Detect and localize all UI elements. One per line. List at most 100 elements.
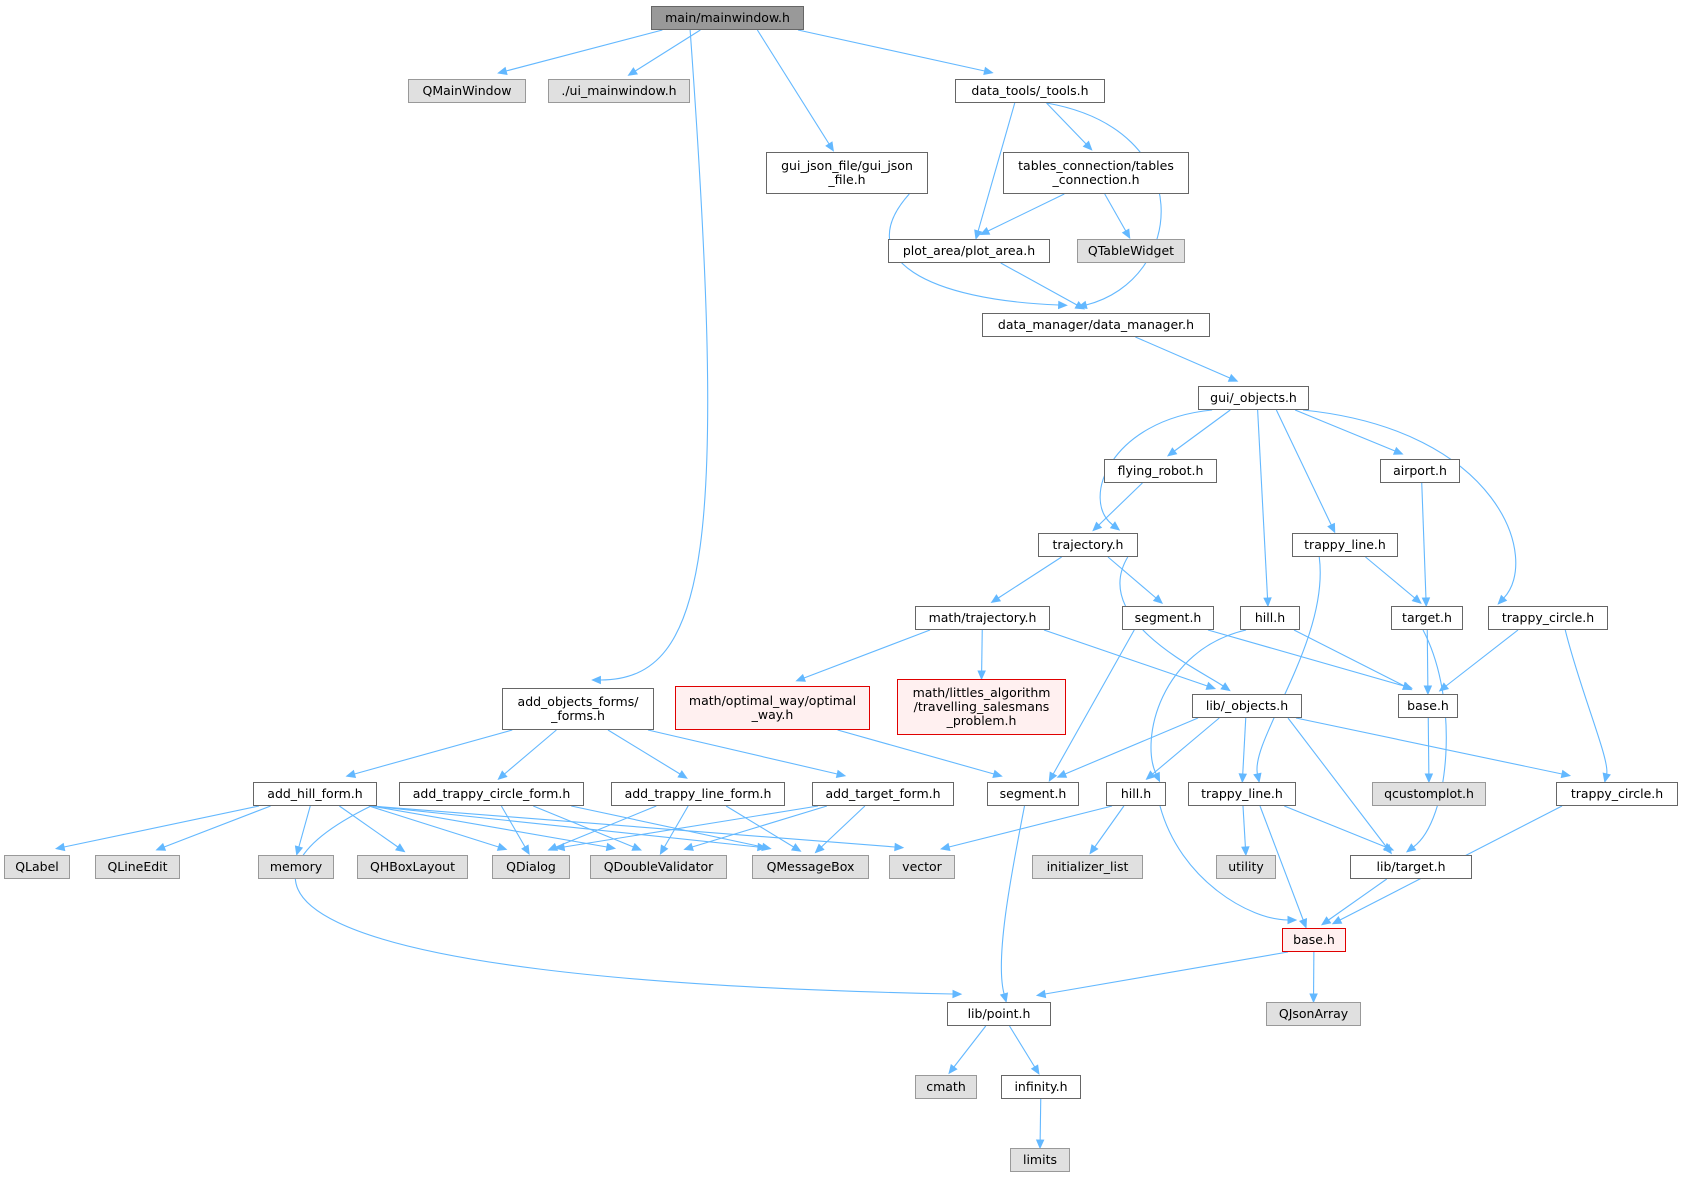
node-add-target-form-h[interactable]: add_target_form.h: [812, 782, 954, 806]
node-travelling-salesmans-problem-h[interactable]: math/littles_algorithm /travelling_sales…: [897, 679, 1066, 735]
node-trappy-circle-h-lib[interactable]: trappy_circle.h: [1556, 782, 1678, 806]
arrowhead-n_tline2-n_libtgt: [1383, 842, 1395, 851]
arrowhead-n_addobj-n_addtc: [497, 770, 508, 780]
node-data-manager-h[interactable]: data_manager/data_manager.h: [982, 313, 1210, 337]
edge-n_plot-n_dm: [1000, 262, 1078, 306]
arrowhead-n_hill2-n_initl: [1089, 844, 1099, 855]
node-plot-area-h[interactable]: plot_area/plot_area.h: [888, 239, 1050, 263]
arrowhead-n_base1-n_qcp: [1424, 773, 1434, 784]
edge-n_guiobj-n_airport: [1294, 409, 1396, 452]
edge-n_tline1-n_tline2: [1256, 556, 1321, 775]
edges-layer: [54, 29, 1611, 1150]
arrowhead-n_dm-n_guiobj: [1227, 373, 1239, 382]
node-airport-h[interactable]: airport.h: [1380, 459, 1460, 483]
arrowhead-n_mtraj-n_littles: [977, 670, 986, 681]
arrowhead-n_plot-n_dm: [1074, 301, 1086, 310]
arrowhead-n_fly-n_traj: [1092, 521, 1103, 532]
arrowhead-n_guiobj-n_traj: [1109, 521, 1121, 531]
arrowhead-n_addtgt-n_qdv: [683, 842, 694, 851]
node-gui-json-file-h[interactable]: gui_json_file/gui_json _file.h: [766, 152, 928, 194]
node-lib-target-h[interactable]: lib/target.h: [1350, 855, 1472, 879]
node-optimal-way-h[interactable]: math/optimal_way/optimal _way.h: [675, 686, 870, 730]
node-hill-h-lib[interactable]: hill.h: [1106, 782, 1166, 806]
node-trajectory-h[interactable]: trajectory.h: [1038, 533, 1138, 557]
edge-n_libobj-n_hill2: [1152, 717, 1220, 775]
arrowhead-n_addobj-n_addhill: [345, 769, 357, 778]
edge-n_seg1-n_base1: [1207, 629, 1405, 687]
node-add-hill-form-h[interactable]: add_hill_form.h: [253, 782, 377, 806]
edge-n_addtgt-n_qdv: [692, 805, 828, 848]
arrowhead-n_addhill-n_qline: [155, 842, 167, 851]
node-infinity-h[interactable]: infinity.h: [1001, 1075, 1081, 1099]
arrowhead-n_addhill-n_qdv: [605, 842, 617, 852]
edge-n_traj-n_seg1: [1107, 556, 1157, 599]
node-math-trajectory-h[interactable]: math/trajectory.h: [915, 606, 1050, 630]
arrowhead-n_libtgt-n_base2: [1320, 916, 1332, 926]
node-memory: memory: [258, 855, 334, 879]
arrowhead-n_hill1-n_hill2: [1152, 771, 1161, 783]
edge-n_target1-n_libtgt: [1413, 629, 1447, 848]
arrowhead-n_addhill-n_qdialog: [496, 842, 508, 851]
edge-n_addhill-n_qline: [163, 805, 271, 848]
node-gui-objects-h[interactable]: gui/_objects.h: [1198, 386, 1309, 410]
edge-n_libobj-n_tline2: [1242, 717, 1247, 775]
arrowhead-n_addtl-n_qdialog: [547, 842, 559, 851]
edge-n_guiobj-n_tline1: [1275, 409, 1332, 526]
node-data-tools-h[interactable]: data_tools/_tools.h: [955, 79, 1105, 103]
node-lib-objects-h[interactable]: lib/_objects.h: [1192, 694, 1302, 718]
arrowhead-n_mtraj-n_libobj: [1205, 681, 1217, 690]
edge-n_traj-n_libobj: [1119, 556, 1224, 687]
arrowhead-n_addhill-n_qlabel: [54, 842, 66, 852]
edge-n_base2-n_point: [1044, 951, 1289, 995]
node-base-h-lib[interactable]: base.h: [1282, 928, 1346, 952]
edge-n_tools-n_tables: [1046, 102, 1087, 145]
node-hill-h-gui[interactable]: hill.h: [1240, 606, 1300, 630]
arrowhead-n_tools-n_tables: [1082, 140, 1093, 151]
edge-n_libobj-n_seg2: [1064, 717, 1199, 775]
arrowhead-n_tline2-n_utility: [1241, 846, 1250, 857]
edge-n_addhill-n_qdv: [370, 805, 608, 848]
node-segment-h-lib[interactable]: segment.h: [987, 782, 1079, 806]
arrowhead-n_addtl-n_qmsg: [790, 843, 802, 852]
arrowhead-n_inf-n_limits: [1035, 1139, 1045, 1150]
node-trappy-line-h-lib[interactable]: trappy_line.h: [1188, 782, 1296, 806]
edge-n_hill1-n_hill2: [1150, 629, 1247, 775]
edge-n_addhill-n_vector: [370, 805, 896, 848]
arrowhead-n_main-n_guijson: [825, 141, 834, 152]
node-add-objects-forms-h[interactable]: add_objects_forms/ _forms.h: [502, 688, 654, 730]
edge-n_main-n_uimain: [634, 29, 701, 72]
node-flying-robot-h[interactable]: flying_robot.h: [1104, 459, 1217, 483]
arrowhead-n_guiobj-n_fly: [1166, 447, 1178, 457]
edge-n_tables-n_plot: [987, 193, 1065, 232]
node-add-trappy-circle-form-h[interactable]: add_trappy_circle_form.h: [399, 782, 584, 806]
arrowhead-n_tables-n_plot: [979, 226, 991, 236]
edge-n_addobj-n_addtgt: [647, 729, 838, 775]
edge-n_fly-n_traj: [1098, 482, 1143, 526]
arrowhead-n_addhill-n_vector: [894, 842, 905, 852]
arrowhead-n_libobj-n_tline2: [1238, 773, 1248, 784]
node-add-trappy-line-form-h[interactable]: add_trappy_line_form.h: [611, 782, 785, 806]
node-target-h[interactable]: target.h: [1391, 606, 1463, 630]
arrowhead-n_addtl-n_qdv: [659, 844, 669, 856]
arrowhead-n_main-n_qmain: [497, 66, 508, 75]
node-utility: utility: [1216, 855, 1276, 879]
edge-n_addhill-n_qdialog: [368, 805, 499, 848]
arrowhead-n_hill1-n_base1: [1401, 681, 1413, 691]
edge-n_libtgt-n_base2: [1328, 878, 1388, 921]
edge-n_guijson-n_dm: [888, 193, 1059, 306]
arrowhead-n_tline1-n_tline2: [1253, 772, 1262, 784]
edge-n_tline1-n_target1: [1365, 556, 1416, 599]
node-base-h-gui[interactable]: base.h: [1398, 694, 1458, 718]
arrowhead-n_libobj-n_seg2: [1056, 769, 1068, 778]
edge-n_addobj-n_addtl: [607, 729, 681, 775]
node-tables-connection-h[interactable]: tables_connection/tables _connection.h: [1003, 152, 1189, 194]
edge-n_hill2-n_vector: [948, 805, 1113, 848]
edge-n_addobj-n_addtc: [504, 729, 557, 775]
arrowhead-n_mtraj-n_optw: [795, 673, 806, 682]
node-qlabel: QLabel: [4, 855, 70, 879]
arrowhead-n_base2-n_qjson: [1309, 993, 1318, 1004]
node-segment-h-gui[interactable]: segment.h: [1122, 606, 1214, 630]
node-trappy-circle-h-gui[interactable]: trappy_circle.h: [1488, 606, 1608, 630]
node-trappy-line-h-gui[interactable]: trappy_line.h: [1292, 533, 1398, 557]
node-lib-point-h[interactable]: lib/point.h: [947, 1002, 1051, 1026]
